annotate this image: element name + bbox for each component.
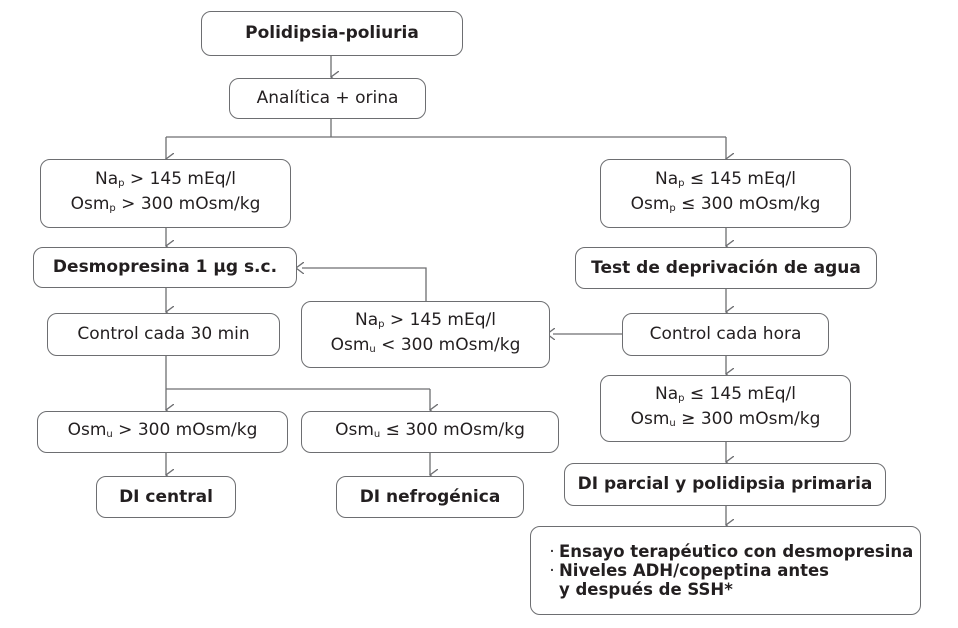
node-di-parcial-polidipsia: DI parcial y polidipsia primaria <box>564 463 886 506</box>
node-osm-urine-high: Osmu > 300 mOsm/kg <box>37 411 288 453</box>
node-desmopresina: Desmopresina 1 µg s.c. <box>33 247 297 288</box>
condition-line-1: Nap > 145 mEq/l <box>95 168 236 189</box>
node-label: DI parcial y polidipsia primaria <box>577 474 873 494</box>
list-item-text: Ensayo terapéutico con desmopresina <box>559 542 914 561</box>
bullet: · <box>549 542 555 561</box>
node-osm-urine-low: Osmu ≤ 300 mOsm/kg <box>301 411 559 453</box>
node-final-recommendations: · Ensayo terapéutico con desmopresina · … <box>530 526 921 615</box>
condition-line-1: Nap > 145 mEq/l <box>355 309 496 330</box>
list-item-continuation: y después de SSH* <box>559 580 733 599</box>
node-label: DI central <box>119 486 213 507</box>
node-label: Test de deprivación de agua <box>591 257 861 278</box>
list-item-text: Niveles ADH/copeptina antes <box>559 561 830 580</box>
list-item: · Niveles ADH/copeptina antes <box>545 561 829 580</box>
condition-line-2: Osmu ≥ 300 mOsm/kg <box>630 408 821 429</box>
condition-line: Osmu ≤ 300 mOsm/kg <box>335 419 525 440</box>
condition-line-2: Osmu < 300 mOsm/kg <box>330 334 521 355</box>
node-midcond: Nap > 145 mEq/l Osmu < 300 mOsm/kg <box>301 301 550 368</box>
node-label: Polidipsia-poliuria <box>245 23 419 43</box>
edge-midcond-desmo <box>302 268 427 301</box>
node-label: Analítica + orina <box>256 88 399 108</box>
condition-line-2: Osmp ≤ 300 mOsm/kg <box>630 193 821 214</box>
bullet: · <box>549 561 555 580</box>
node-label: Control cada 30 min <box>77 324 250 344</box>
node-polidipsia-poliuria: Polidipsia-poliuria <box>201 11 463 56</box>
node-di-central: DI central <box>96 476 236 518</box>
node-control-cada-hora: Control cada hora <box>622 313 829 356</box>
condition-line-1: Nap ≤ 145 mEq/l <box>655 168 796 189</box>
node-normonatremia-condition: Nap ≤ 145 mEq/l Osmp ≤ 300 mOsm/kg <box>600 159 851 228</box>
node-osm-urine-normal-condition: Nap ≤ 145 mEq/l Osmu ≥ 300 mOsm/kg <box>600 375 851 442</box>
node-hypernatremia-condition: Nap > 145 mEq/l Osmp > 300 mOsm/kg <box>40 159 291 228</box>
list-item: · Ensayo terapéutico con desmopresina <box>545 542 913 561</box>
node-label: Desmopresina 1 µg s.c. <box>52 257 278 277</box>
condition-line-1: Nap ≤ 145 mEq/l <box>655 383 796 404</box>
condition-line: Osmu > 300 mOsm/kg <box>67 419 258 440</box>
node-test-deprivacion: Test de deprivación de agua <box>575 247 877 289</box>
node-di-nefrogenica: DI nefrogénica <box>336 476 524 518</box>
node-label: DI nefrogénica <box>359 486 501 507</box>
node-control-30-min: Control cada 30 min <box>47 313 280 356</box>
node-label: Control cada hora <box>649 324 802 344</box>
node-analitica-orina: Analítica + orina <box>229 78 426 119</box>
condition-line-2: Osmp > 300 mOsm/kg <box>70 193 261 214</box>
